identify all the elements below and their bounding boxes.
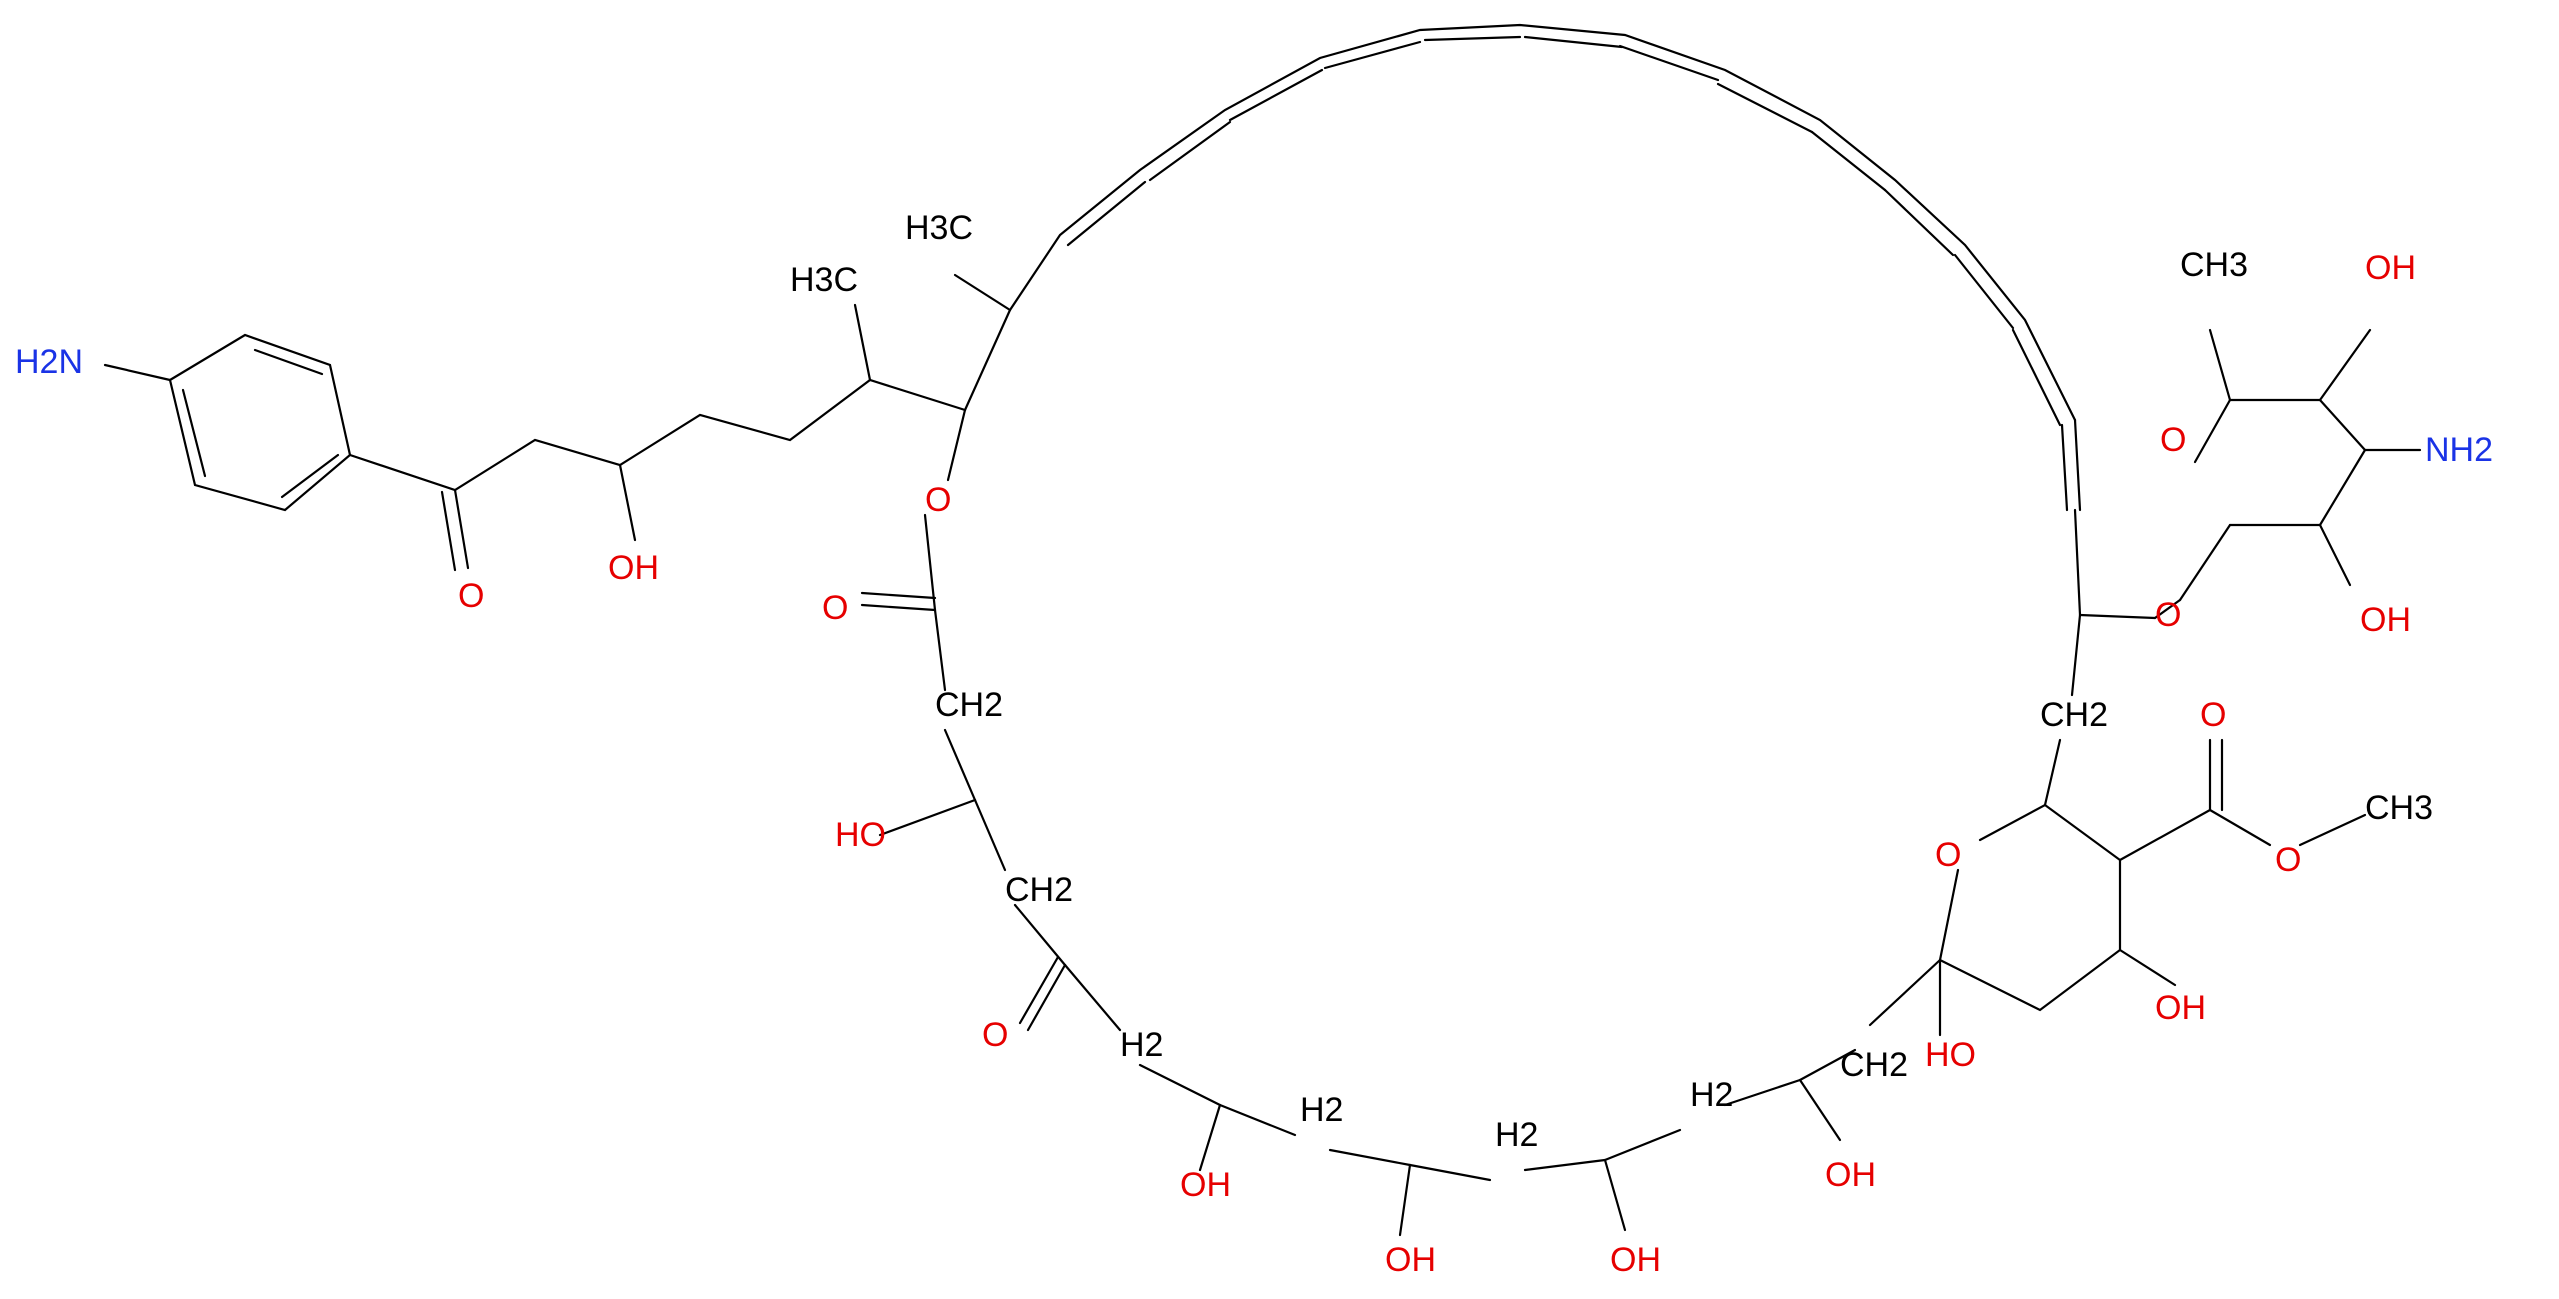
bond-lines	[103, 23, 2422, 1237]
sugar-methyl-label: CH3	[2180, 246, 2248, 284]
methylene-label-h: CH2	[2040, 696, 2108, 734]
methylene-label-d: H2	[1300, 1091, 1343, 1129]
sugar-hydroxyl-top: OH	[2365, 249, 2416, 287]
atom-labels: H2N OH O H3C H3C O O CH2 HO CH2 O H2 OH …	[15, 209, 2493, 1279]
sugar-amine-label: NH2	[2425, 431, 2493, 469]
sugar-ring-oxygen: O	[2160, 421, 2186, 459]
methylene-label-b: CH2	[1005, 871, 1073, 909]
hydroxyl-label-d: OH	[1610, 1241, 1661, 1279]
methylene-label-c: H2	[1120, 1026, 1163, 1064]
pyran-hydroxyl-label: OH	[2155, 989, 2206, 1027]
methylene-label-f: H2	[1690, 1076, 1733, 1114]
hydroxyl-label-e: OH	[1825, 1156, 1876, 1194]
methyl-label-a: H3C	[790, 261, 858, 299]
pyran-ring-oxygen: O	[1935, 836, 1961, 874]
ester-oxygen: O	[2275, 841, 2301, 879]
lactone-carbonyl-oxygen: O	[822, 589, 848, 627]
methylene-label-a: CH2	[935, 686, 1003, 724]
methylene-label-e: H2	[1495, 1116, 1538, 1154]
sugar-hydroxyl-bottom: OH	[2360, 601, 2411, 639]
ester-methyl-label: CH3	[2365, 789, 2433, 827]
amine-label-left: H2N	[15, 343, 83, 381]
hydroxyl-label-a: HO	[835, 816, 886, 854]
hydroxyl-label-c: OH	[1385, 1241, 1436, 1279]
hydroxyl-label-b: OH	[1180, 1166, 1231, 1204]
methyl-label-b: H3C	[905, 209, 973, 247]
glycosidic-oxygen: O	[2155, 596, 2181, 634]
ester-carbonyl-oxygen: O	[2200, 696, 2226, 734]
lactone-ring-oxygen: O	[925, 481, 951, 519]
methylene-label-g: CH2	[1840, 1046, 1908, 1084]
hemiketal-hydroxyl-label: HO	[1925, 1036, 1976, 1074]
ring-ketone-oxygen: O	[982, 1016, 1008, 1054]
hydroxyl-label-chain: OH	[608, 549, 659, 587]
ketone-oxygen-side: O	[458, 577, 484, 615]
